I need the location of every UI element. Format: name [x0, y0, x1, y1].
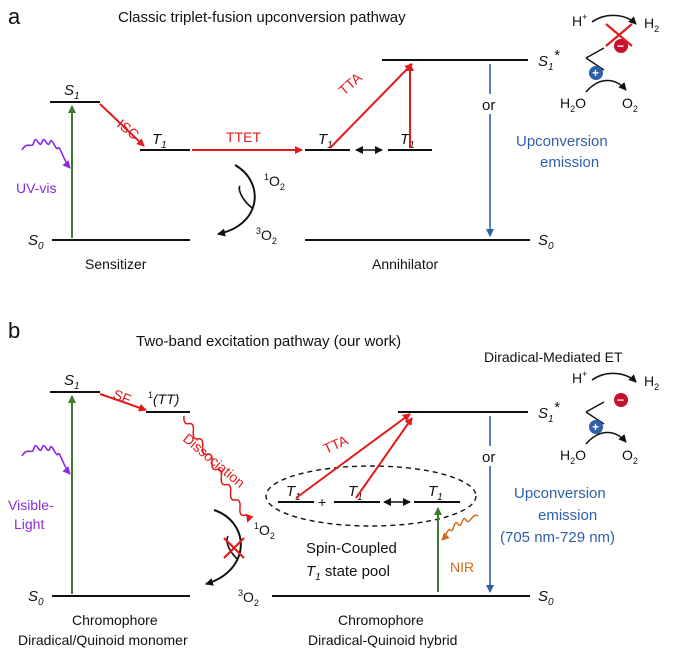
b-s0-right-label: S0 [538, 588, 554, 608]
o2-branch-arrow [238, 185, 253, 209]
b-or-bg [478, 446, 502, 466]
b-s1-label: S1 [64, 372, 80, 392]
visible-line2: Light [14, 516, 44, 532]
b-electron-icon [614, 393, 628, 407]
b-emission-line1: Upconversion [514, 485, 606, 502]
sens-t1-label: T1 [152, 131, 167, 151]
visible-line1: Visible- [8, 497, 54, 513]
right-caption2: Diradical-Quinoid hybrid [308, 632, 457, 648]
b-redox-branch-down [585, 411, 605, 425]
b-electron-sign: − [617, 393, 624, 407]
a-o2-arrow [585, 79, 627, 93]
b-emission-line2: emission [538, 507, 597, 524]
a-s1star-label: S1* [538, 47, 561, 73]
uv-wave-icon [21, 138, 71, 169]
panel-b-title: Two-band excitation pathway (our work) [136, 333, 401, 350]
left-caption2: Diradical/Quinoid monomer [18, 632, 188, 648]
right-caption1: Chromophore [338, 612, 424, 628]
b-redox-branch-up [585, 401, 605, 413]
b-or-label: or [482, 449, 495, 466]
tta-arrow-1 [329, 63, 413, 149]
ann-t1a-label: T1 [318, 131, 333, 151]
isc-arrow [99, 103, 145, 147]
a-o2: O2 [622, 95, 638, 114]
nir-label: NIR [450, 559, 474, 575]
ttet-label: TTET [226, 129, 261, 145]
a-or-bg [478, 94, 502, 114]
visible-wave-icon [21, 444, 71, 475]
annihilator-caption: Annihilator [372, 256, 438, 272]
b-hole-sign: + [592, 420, 599, 434]
b-singlet-o2: 1O2 [254, 521, 275, 541]
dissociation-label: Dissociation [180, 430, 248, 491]
panel-a-title: Classic triplet-fusion upconversion path… [118, 9, 406, 26]
b-s0-left-label: S0 [28, 588, 44, 608]
a-h2o: H2O [560, 95, 586, 114]
panel-a-label: a [8, 4, 21, 29]
o2-quench-arrow [217, 164, 256, 237]
sf-label: SF [111, 386, 134, 408]
b-plus-sign: + [318, 494, 326, 510]
a-or-label: or [482, 97, 495, 114]
a-redox-branch-up [585, 47, 605, 59]
a-electron-icon [614, 39, 628, 53]
b-tta-arrow-2 [355, 417, 413, 499]
b-o2-branch-arrow [226, 535, 239, 561]
panel-b-label: b [8, 318, 20, 343]
et-title: Diradical-Mediated ET [484, 349, 623, 365]
tt-label: 1(TT) [148, 390, 179, 407]
b-s1star-label: S1* [538, 399, 561, 425]
b-tta-label: TTA [321, 432, 351, 457]
a-hplus: H+ [572, 12, 587, 29]
a-h2-arrow [591, 14, 637, 25]
a-hole-sign: + [592, 66, 599, 80]
panel-b: b Two-band excitation pathway (our work)… [8, 318, 659, 648]
b-h2o: H2O [560, 447, 586, 466]
sens-s1-label: S1 [64, 82, 80, 102]
a-redox-branch-down [585, 57, 605, 71]
a-h2: H2 [644, 15, 659, 34]
b-emission-line3: (705 nm-729 nm) [500, 529, 615, 546]
isc-label: ISC [114, 116, 142, 143]
sensitizer-caption: Sensitizer [85, 256, 147, 272]
a-tta-label: TTA [335, 69, 365, 98]
sens-s0-label: S0 [28, 232, 44, 252]
a-electron-sign: − [617, 39, 624, 53]
a-ann-s0-label: S0 [538, 232, 554, 252]
b-triplet-o2: 3O2 [238, 588, 259, 608]
a-triplet-o2: 3O2 [256, 226, 277, 246]
uv-label: UV-vis [16, 180, 56, 196]
b-t1b-label: T1 [348, 483, 363, 503]
b-o2-quench-arrow [205, 509, 242, 586]
ann-t1b-label: T1 [400, 131, 415, 151]
left-caption1: Chromophore [72, 612, 158, 628]
a-emission-line1: Upconversion [516, 133, 608, 150]
b-o2: O2 [622, 447, 638, 466]
a-emission-line2: emission [540, 154, 599, 171]
b-o2-arrow [585, 431, 627, 445]
b-o2-blocked-cross-2 [223, 537, 245, 559]
b-hplus: H+ [572, 369, 587, 386]
sf-arrow [99, 393, 147, 412]
nir-wave-icon [441, 514, 479, 541]
a-blocked-cross-2 [605, 23, 633, 47]
b-t1a-label: T1 [286, 483, 301, 503]
a-hole-icon [589, 66, 603, 80]
b-h2-arrow [591, 372, 637, 383]
pool-line1: Spin-Coupled [306, 540, 397, 557]
panel-a: a Classic triplet-fusion upconversion pa… [8, 4, 659, 272]
b-h2: H2 [644, 373, 659, 392]
dissociation-wave [183, 415, 254, 523]
b-tta-arrow-1 [295, 413, 411, 499]
t1-pool-ellipse [265, 465, 477, 527]
pool-line2: T1 state pool [306, 563, 390, 583]
b-t1c-label: T1 [428, 483, 443, 503]
a-singlet-o2: 1O2 [264, 172, 285, 192]
b-hole-icon [589, 420, 603, 434]
